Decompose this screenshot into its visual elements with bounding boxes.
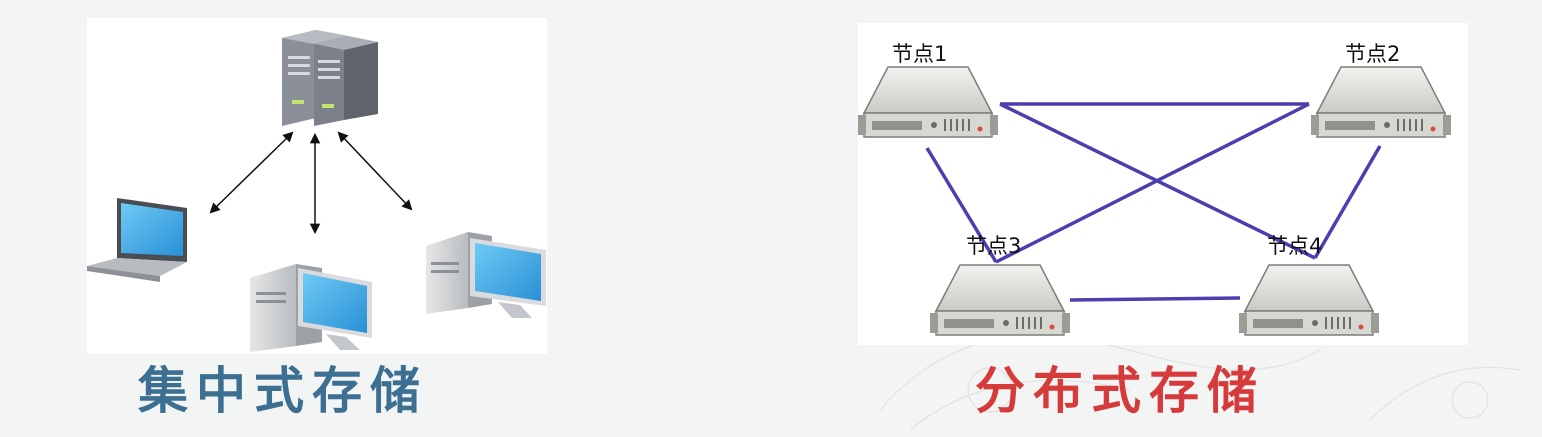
rack-server-icon — [1239, 264, 1379, 336]
node-label-3: 节点3 — [966, 234, 1022, 258]
rack-server-icon — [1311, 66, 1451, 138]
node-label-1: 节点1 — [892, 42, 948, 66]
node-label-2: 节点2 — [1345, 42, 1401, 66]
desktop-computer-icon — [250, 264, 372, 352]
desktop-computer-icon — [426, 232, 546, 318]
connection-arrows — [209, 131, 413, 235]
node-label-4: 节点4 — [1267, 234, 1323, 258]
rack-server-icon — [858, 66, 998, 138]
laptop-icon — [87, 198, 187, 282]
rack-server-icon — [930, 264, 1070, 336]
distributed-storage-caption: 分布式存储 — [975, 361, 1265, 420]
node-links — [925, 102, 1382, 302]
server-tower-icon — [282, 30, 378, 126]
central-storage-caption: 集中式存储 — [138, 361, 428, 420]
